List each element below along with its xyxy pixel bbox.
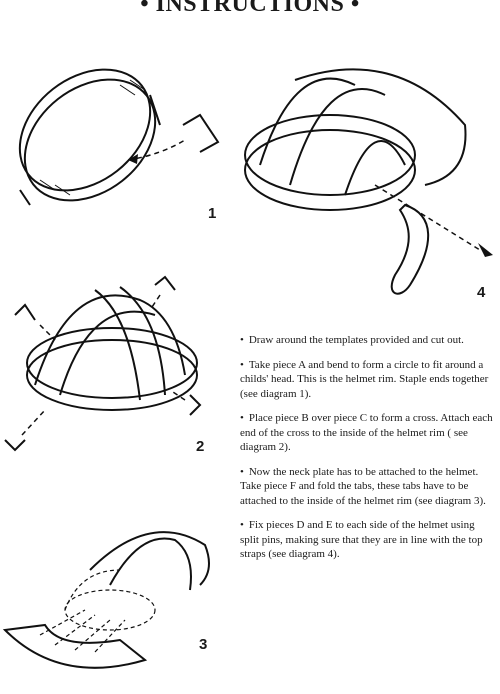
page-title: • INSTRUCTIONS • [140, 0, 360, 17]
bullet: • [240, 519, 244, 531]
bullet: • [240, 412, 244, 424]
instruction-text: Draw around the templates provided and c… [248, 334, 464, 346]
diagram-3-illustration [2, 531, 210, 669]
diagram-3-number: 3 [199, 636, 208, 653]
instruction-step: •Now the neck plate has to be attached t… [240, 465, 495, 509]
instruction-text: Place piece B over piece C to form a cro… [240, 412, 493, 453]
instruction-text: Fix pieces D and E to each side of the h… [240, 519, 483, 560]
bullet: • [240, 358, 244, 371]
diagram-1-number: 1 [208, 205, 217, 222]
diagram-2-number: 2 [196, 438, 205, 455]
diagram-2-illustration [4, 275, 202, 452]
diagram-4-illustration [244, 68, 493, 295]
diagram-4-number: 4 [477, 284, 486, 301]
bullet: • [240, 334, 244, 346]
instruction-text: Now the neck plate has to be attached to… [240, 465, 486, 507]
bullet: • [240, 465, 244, 478]
instruction-text: Take piece A and bend to form a circle t… [240, 358, 489, 400]
diagram-1-illustration [18, 68, 220, 206]
instruction-step: • Draw around the templates provided and … [240, 333, 495, 348]
instruction-step: •Place piece B over piece C to form a cr… [240, 411, 495, 455]
instruction-list: • Draw around the templates provided and … [240, 333, 495, 572]
instruction-step: •Take piece A and bend to form a circle … [240, 358, 495, 402]
instruction-step: •Fix pieces D and E to each side of the … [240, 518, 495, 562]
